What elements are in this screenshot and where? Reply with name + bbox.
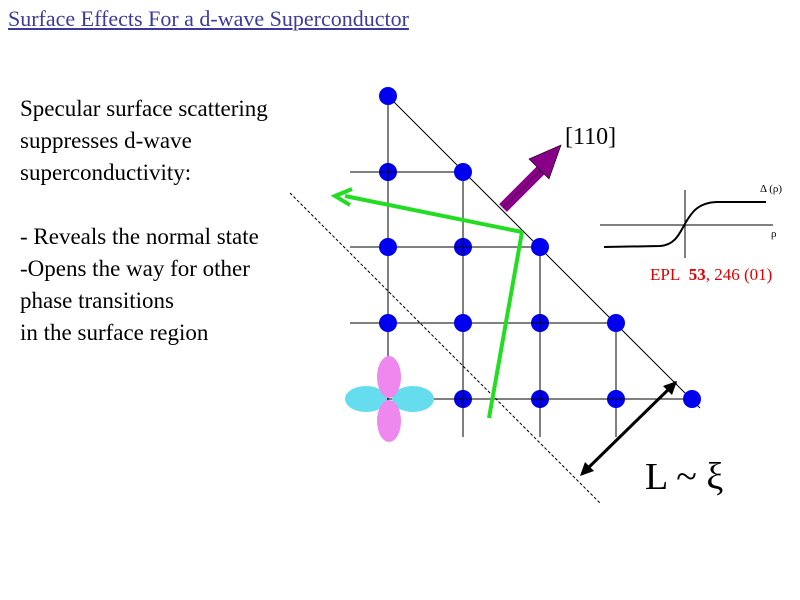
body-text: Specular surface scattering suppresses d…: [20, 93, 268, 349]
lattice-site: [454, 314, 472, 332]
body-line: in the surface region: [20, 320, 209, 345]
lattice-site: [683, 390, 701, 408]
lattice-sites: [379, 87, 701, 408]
body-line: -Opens the way for other: [20, 256, 250, 281]
inset-y-label: Δ (ρ): [760, 183, 783, 195]
inset-x-label: ρ: [771, 228, 777, 240]
lattice-site: [454, 163, 472, 181]
reference-journal: EPL: [650, 265, 681, 284]
scattering-trajectory: [330, 187, 524, 419]
lattice-site: [379, 87, 397, 105]
length-double-arrow: [580, 380, 678, 476]
direction-110-arrow-icon: [499, 144, 562, 212]
body-line: suppresses d-wave: [20, 128, 192, 153]
lattice-site: [607, 314, 625, 332]
lattice-site: [531, 238, 549, 256]
slide-title: Surface Effects For a d-wave Superconduc…: [8, 6, 409, 31]
dashed-boundary-line: [289, 192, 601, 504]
reference-pages-year: , 246 (01): [705, 265, 773, 284]
reference-volume: 53: [688, 265, 706, 284]
lattice-site: [379, 238, 397, 256]
order-parameter-inset-plot: [600, 190, 773, 258]
inset-curve: [603, 201, 766, 248]
lattice-site: [379, 314, 397, 332]
d-wave-orbital-icon: [345, 356, 434, 442]
body-line: superconductivity:: [20, 160, 192, 185]
body-line: phase transitions: [20, 288, 174, 313]
lattice-grid: [350, 95, 701, 437]
length-scale-label: L ~ ξ: [645, 456, 724, 498]
body-line: Specular surface scattering: [20, 96, 268, 121]
direction-label: [110]: [565, 124, 617, 150]
reference-citation: EPL 53, 246 (01): [650, 265, 772, 285]
body-line: - Reveals the normal state: [20, 224, 259, 249]
